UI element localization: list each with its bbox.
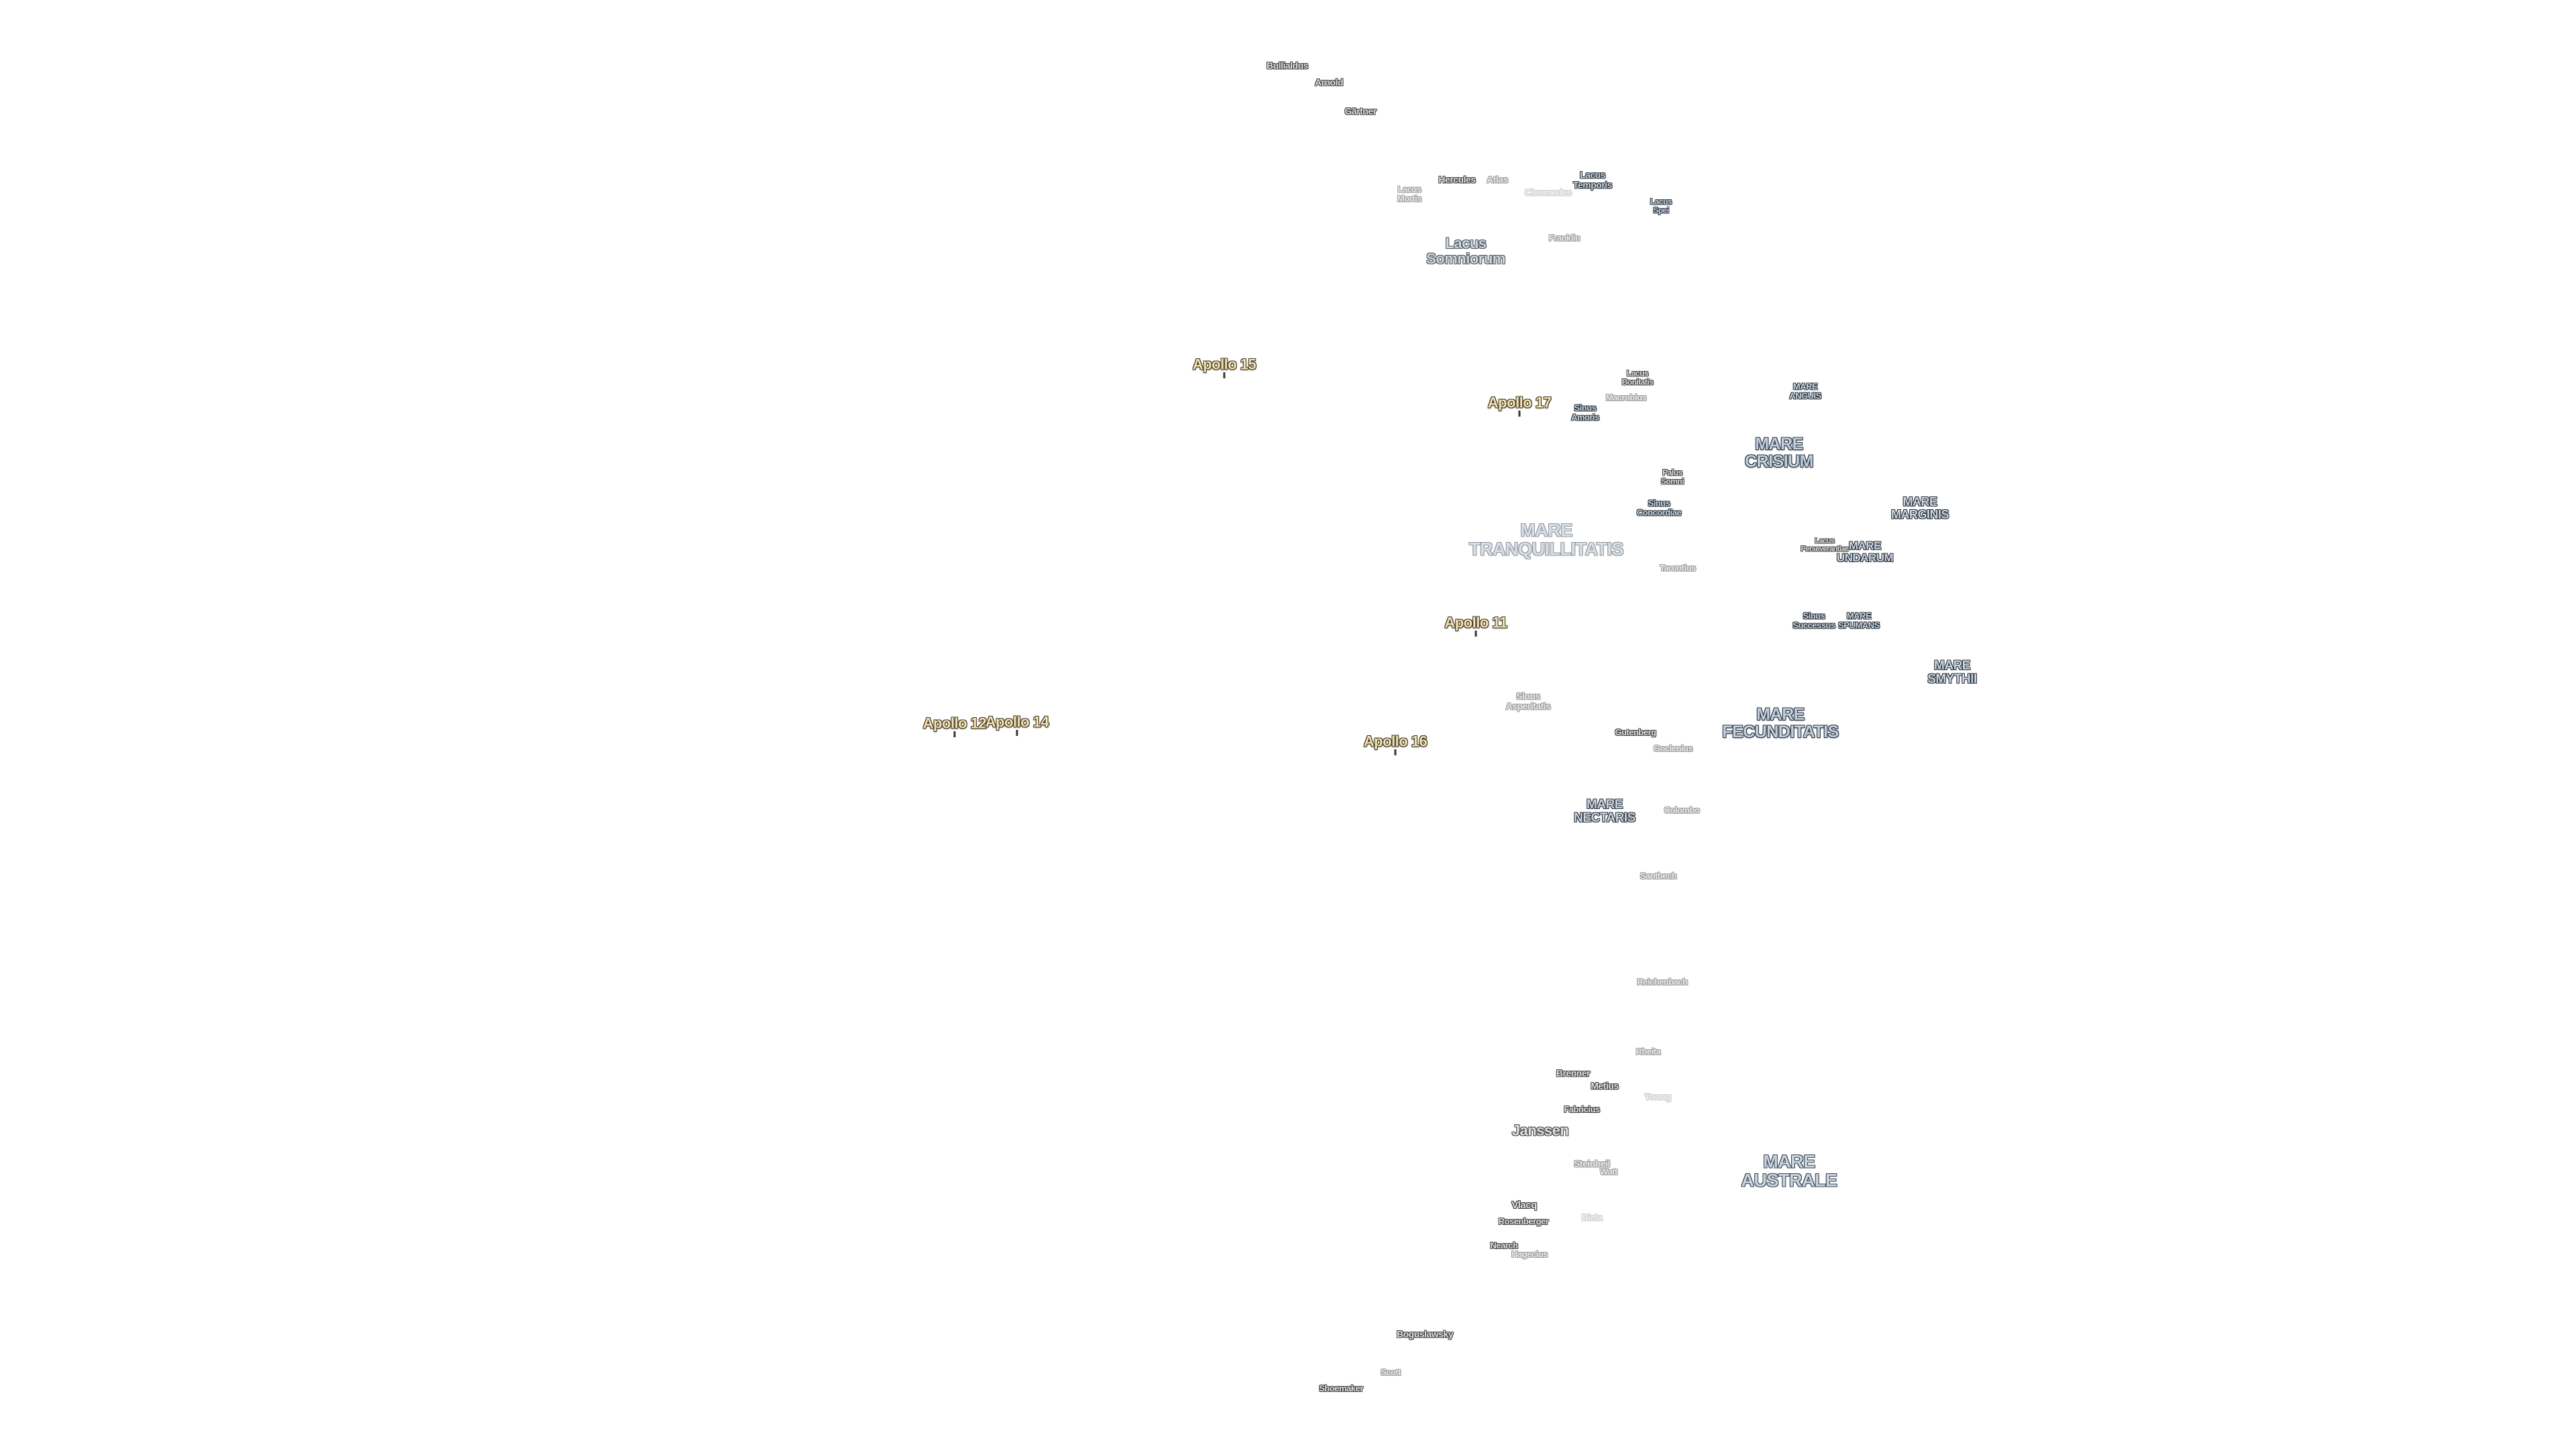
crater-gartner-label[interactable]: Gärtner (1344, 105, 1377, 117)
mare-smythii-label[interactable]: MARE SMYTHII (1927, 659, 1977, 686)
crater-goclenius-label[interactable]: Goclenius (1653, 743, 1693, 754)
apollo-17-label[interactable]: Apollo 17 (1487, 394, 1552, 411)
crater-rosenberger-label[interactable]: Rosenberger (1498, 1216, 1549, 1227)
crater-reichenbach-label[interactable]: Reichenbach (1637, 977, 1688, 987)
palus-somni-label[interactable]: Palus Somni (1660, 468, 1684, 486)
apollo-14-label[interactable]: Apollo 14 (985, 713, 1049, 731)
apollo-12-marker-icon (953, 731, 956, 737)
crater-brenner-label[interactable]: Brenner (1556, 1067, 1591, 1079)
mare-nectaris-label[interactable]: MARE NECTARIS (1574, 798, 1635, 825)
lacus-somniorum-label[interactable]: Lacus Somniorum (1426, 234, 1505, 267)
crater-franklin-label[interactable]: Franklin (1548, 233, 1580, 244)
crater-scott-label[interactable]: Scott (1381, 1367, 1401, 1378)
apollo-11-label[interactable]: Apollo 11 (1444, 614, 1507, 631)
crater-metius-label[interactable]: Metius (1591, 1080, 1619, 1091)
apollo-16-marker-icon (1394, 749, 1397, 755)
lacus-spei-label[interactable]: Lacus Spei (1650, 197, 1672, 215)
mare-tranquillitatis-label[interactable]: MARE TRANQUILLITATIS (1469, 520, 1623, 559)
crater-taruntius-label[interactable]: Taruntius (1660, 563, 1696, 574)
crater-young-label[interactable]: Young (1644, 1091, 1672, 1102)
apollo-11-marker-icon (1474, 631, 1477, 637)
mare-australe-label[interactable]: MARE AUSTRALE (1741, 1151, 1838, 1191)
lacus-perseverantiae-label[interactable]: Lacus Perseverantiae (1801, 537, 1849, 553)
crater-cleomedes-label[interactable]: Cleomedes (1524, 186, 1572, 198)
crater-fabricius-label[interactable]: Fabricius (1564, 1104, 1600, 1115)
mare-crisium-label[interactable]: MARE CRISIUM (1744, 434, 1814, 471)
crater-watt-label[interactable]: Watt (1600, 1167, 1617, 1177)
crater-macrobius-label[interactable]: Macrobius (1605, 392, 1647, 403)
crater-nearch-label[interactable]: Nearch (1490, 1240, 1518, 1251)
crater-biela-label[interactable]: Biela (1581, 1212, 1603, 1223)
crater-janssen-label[interactable]: Janssen (1511, 1122, 1569, 1139)
sinus-amoris-label[interactable]: Sinus Amoris (1571, 402, 1599, 422)
lacus-bonitatis-label[interactable]: Lacus Bonitatis (1621, 368, 1654, 386)
apollo-15-label[interactable]: Apollo 15 (1192, 356, 1256, 373)
lacus-temporis-label[interactable]: Lacus Temporis (1573, 169, 1612, 190)
sinus-asperitatis-label[interactable]: Sinus Asperitatis (1505, 690, 1551, 711)
crater-hagecius-label[interactable]: Hagecius (1511, 1249, 1548, 1260)
crater-colombo-label[interactable]: Colombo (1664, 805, 1700, 816)
mare-anguis-label[interactable]: MARE ANGUIS (1789, 381, 1821, 400)
crater-rheita-label[interactable]: Rheita (1635, 1046, 1661, 1057)
crater-gutenberg-label[interactable]: Gutenberg (1615, 727, 1656, 738)
crater-atlas-label[interactable]: Atlas (1487, 174, 1508, 185)
crater-arnold-label[interactable]: Arnold (1314, 76, 1344, 88)
crater-bullialdus-label[interactable]: Bullialdus (1267, 60, 1308, 71)
apollo-16-label[interactable]: Apollo 16 (1363, 733, 1428, 750)
mare-marginis-label[interactable]: MARE MARGINIS (1891, 495, 1949, 521)
apollo-17-marker-icon (1518, 411, 1521, 417)
mare-spumans-label[interactable]: MARE SPUMANS (1838, 610, 1880, 630)
sinus-successus-label[interactable]: Sinus Successus (1792, 610, 1835, 630)
crater-shoemaker-label[interactable]: Shoemaker (1319, 1383, 1363, 1394)
mare-undarum-label[interactable]: MARE UNDARUM (1836, 539, 1894, 564)
crater-santbech-label[interactable]: Santbech (1640, 871, 1677, 881)
apollo-14-marker-icon (1016, 730, 1018, 736)
crater-boguslawsky-label[interactable]: Boguslawsky (1397, 1328, 1453, 1340)
sinus-concordiae-label[interactable]: Sinus Concordiae (1636, 498, 1682, 517)
crater-vlacq-label[interactable]: Vlacq (1511, 1199, 1537, 1212)
lacus-mortis-label[interactable]: Lacus Mortis (1397, 184, 1422, 203)
crater-steinheil-label[interactable]: Steinheil (1574, 1158, 1610, 1169)
crater-hercules-label[interactable]: Hercules (1438, 174, 1476, 185)
mare-fecunditatis-label[interactable]: MARE FECUNDITATIS (1722, 704, 1839, 741)
apollo-12-label[interactable]: Apollo 12 (922, 714, 987, 732)
apollo-15-marker-icon (1223, 372, 1226, 378)
